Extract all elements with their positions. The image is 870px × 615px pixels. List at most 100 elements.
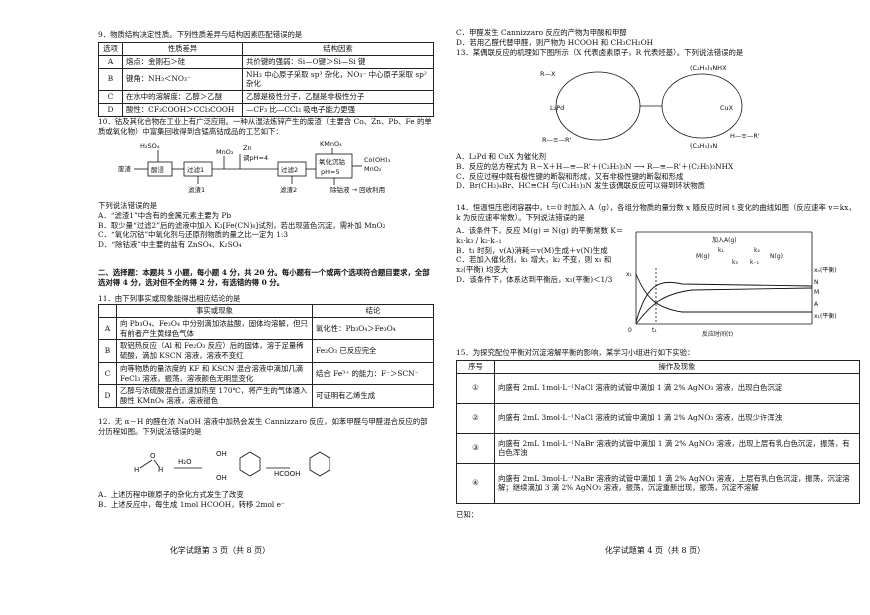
flow-mno2-out: MnO₂ — [364, 165, 382, 173]
q15-known: 已知： — [456, 510, 479, 519]
chart-right-label: N(g) — [770, 253, 783, 260]
q11-stem: 11．由下列事实或现象能得出相应结论的是 — [98, 294, 241, 303]
chart-s5: x₁(平衡) — [814, 312, 837, 320]
flow-oxid2: pH=5 — [321, 168, 340, 176]
q10-option-c: C．“氧化沉钴”中氧化剂与还原剂物质的量之比一定为 1:3 — [98, 230, 289, 240]
q9-header-row: 选项 性质差异 结构因素 — [98, 42, 434, 56]
chart-k4: k₋₁ — [750, 259, 760, 266]
q12-option-d: D．若用乙醛代替甲醛，则产物为 HCOOH 和 CH₃CH₂OH — [456, 37, 654, 47]
table-cell: 取铝热反应（Al 和 Fe₂O₃ 反应）后的固体，溶于足量稀硫酸，滴加 KSCN… — [116, 339, 313, 363]
flow-h2so4: H₂SO₄ — [140, 142, 160, 150]
q15-table: 序号 操作及现象 ① 向盛有 2mL 1mol·L⁻¹NaCl 溶液的试管中滴加… — [456, 360, 860, 504]
table-cell: 在水中的溶解度：乙醇＞乙醚 — [122, 90, 243, 104]
q9-col-diff: 性质差异 — [122, 42, 243, 56]
q13-labels: L₂Pd CuX (C₂H₅)₃NHX (C₂H₅)₃N R—X R—≡—R' … — [540, 64, 760, 150]
mech-h-left: H — [134, 466, 139, 474]
table-cell: Fe₂O₃ 已反应完全 — [312, 339, 434, 363]
q11-table: 事实或现象 结论 A 向 Pb₃O₄、Fe₃O₄ 中分别滴加浓盐酸，固体均溶解，… — [98, 304, 434, 408]
q10-option-d: D．“除钴液”中主要的盐有 ZnSO₄、K₂SO₄ — [98, 240, 242, 250]
q13-mechanism: L₂Pd CuX (C₂H₅)₃NHX (C₂H₅)₃N R—X R—≡—R' … — [540, 64, 760, 150]
q13-alk: H—≡—R' — [730, 132, 760, 140]
q12-option-c: C．甲醛发生 Cannizzaro 反应的产物为甲酸和甲醇 — [456, 28, 627, 37]
chart-s4: A — [814, 301, 819, 308]
mech-oh-top: OH — [216, 450, 227, 458]
q10-options: 下列说法错误的是 A．“滤渣1”中含有的金属元素主要为 Pb B．取少量“过滤2… — [98, 201, 434, 250]
table-cell: 乙醇是极性分子，乙醚是非极性分子 — [242, 90, 434, 104]
q14-options: A．该条件下，反应 M(g) ⇌ N(g) 的平衡常数 K＝k₁·k₃ / k₂… — [456, 226, 626, 285]
q10-intro: 下列说法错误的是 — [98, 201, 158, 210]
q14-stem: 14．恒温恒压密闭容器中，t＝0 时加入 A（g），各组分物质的量分数 x 随反… — [456, 203, 856, 222]
q9-col-option: 选项 — [98, 42, 123, 56]
q15-stem: 15．为探究配位平衡对沉淀溶解平衡的影响，某学习小组进行如下实验： — [456, 348, 695, 357]
q13-rx: R—X — [540, 70, 556, 78]
table-cell: 可证明有乙烯生成 — [312, 384, 434, 408]
flow-residue2: 滤渣2 — [280, 185, 297, 194]
q10-stem: 10．钴及其化合物在工业上有广泛应用。一种从湿法炼锌产生的废渣（主要含 Co、Z… — [98, 117, 432, 136]
table-cell: 酸性：CF₃COOH＞CCl₃COOH — [122, 102, 243, 117]
flow-acid: 酸浸 — [151, 165, 165, 174]
flow-filter2: 过滤2 — [281, 165, 298, 174]
table-row: ② 向盛有 2mL 3mol·L⁻¹NaCl 溶液的试管中滴加 1 滴 2% A… — [456, 402, 860, 434]
q13-cycles — [555, 71, 743, 141]
q13-c2h5nh: (C₂H₅)₃NHX — [690, 64, 727, 72]
table-cell: C — [98, 361, 117, 386]
table-cell: 熔点：金刚石＞硅 — [122, 54, 243, 69]
q12-options: A．上述历程中碳原子的杂化方式发生了改变 B．上述反应中，每生成 1mol HC… — [98, 490, 434, 510]
table-cell: C — [98, 90, 123, 104]
q14-chart: 加入A(g) M(g) N(g) k₁ k₂ k₃ k₋₁ x₁ 0 t₁ 反应… — [626, 231, 837, 338]
q11-col-conclusion: 结论 — [312, 304, 434, 318]
q14-option-b: B．t₁ 时刻，v(A)消耗＝v(M)生成＋v(N)生成 — [456, 245, 608, 255]
chart-s3: M — [814, 289, 819, 296]
q13-stem: 13．某偶联反应的机理如下图所示（X 代表卤素原子，R 代表烃基）。下列说法错误… — [456, 48, 744, 57]
flow-mno2: MnO₂ — [216, 148, 234, 156]
mech-h-right: H — [158, 466, 163, 474]
table-cell: 共价键的强弱：Si—O键＞Si—Si 键 — [242, 54, 434, 69]
mech-bonds — [139, 451, 330, 477]
q9-col-factor: 结构因素 — [242, 42, 434, 56]
chart-k3: k₃ — [732, 259, 738, 266]
curve-n — [635, 287, 813, 325]
mech-oh-bottom: OH — [216, 474, 227, 482]
table-cell: 向 Pb₃O₄、Fe₃O₄ 中分别滴加浓盐酸，固体均溶解，但只有前者产生黄绿色气… — [116, 316, 313, 341]
q13-cux: CuX — [720, 104, 734, 112]
flow-zn: Zn — [243, 144, 252, 152]
q11-header-row: 事实或现象 结论 — [98, 304, 434, 318]
table-row: ③ 向盛有 2mL 1mol·L⁻¹NaBr 溶液的试管中滴加 1 滴 2% A… — [456, 432, 860, 464]
q11-table-wrap: 事实或现象 结论 A 向 Pb₃O₄、Fe₃O₄ 中分别滴加浓盐酸，固体均溶解，… — [98, 304, 434, 408]
table-cell: A — [98, 54, 123, 69]
q13-options: A．L₂Pd 和 CuX 为催化剂 B．反应的总方程式为 R－X＋H—≡—R'＋… — [456, 152, 860, 191]
mech-h2o: H₂O — [178, 458, 192, 466]
q12-mechanism: H O H H₂O OH OH HCOOH — [134, 450, 330, 482]
curve-m — [635, 282, 813, 323]
table-cell: A — [98, 316, 117, 341]
chart-k1: k₁ — [718, 247, 724, 254]
q14-axes — [635, 231, 813, 325]
table-row: D 酸性：CF₃COOH＞CCl₃COOH —CF₃ 比—CCl₃ 吸电子能力更… — [98, 102, 434, 117]
table-cell: 向盛有 2mL 3mol·L⁻¹NaCl 溶液的试管中滴加 1 滴 2% AgN… — [494, 402, 860, 434]
chart-top-label: 加入A(g) — [712, 236, 737, 244]
table-row: B 键角：NH₃＜NO₃⁻ NH₃ 中心原子采取 sp³ 杂化，NO₃⁻ 中心原… — [98, 67, 434, 92]
table-row: C 向等物质的量浓度的 KF 和 KSCN 混合溶液中滴加几滴 FeCl₃ 溶液… — [98, 361, 434, 386]
table-cell: ① — [456, 372, 495, 404]
curve-a — [635, 273, 812, 313]
flow-kmno4: KMnO₄ — [320, 140, 342, 148]
q12-stem: 12．无 α－H 的醛在浓 NaOH 溶液中加热会发生 Cannizzaro 反… — [98, 417, 428, 436]
table-cell: ② — [456, 402, 495, 434]
flow-feed: 废渣 — [118, 164, 132, 173]
table-cell: 乙醇与浓硫酸混合迅速加热至 170℃，将产生的气体通入酸性 KMnO₄ 溶液，溶… — [116, 384, 313, 408]
table-cell: 向盛有 2mL 1mol·L⁻¹NaBr 溶液的试管中滴加 1 滴 2% AgN… — [494, 432, 860, 464]
chart-s2: N — [814, 279, 819, 286]
table-cell: NH₃ 中心原子采取 sp³ 杂化，NO₃⁻ 中心原子采取 sp² 杂化 — [242, 67, 434, 92]
q13-l2pd: L₂Pd — [550, 104, 564, 112]
table-row: ④ 向盛有 2mL 3mol·L⁻¹NaBr 溶液的试管中滴加 1 滴 2% A… — [456, 462, 860, 504]
mech-hcooh: HCOOH — [274, 470, 300, 478]
q10-flow-diagram: H₂SO₄ 废渣 酸浸 过滤1 滤渣1 MnO₂ Zn 调pH=4 过滤2 滤渣… — [118, 140, 391, 194]
q13-c2h5n: (C₂H₅)₃N — [690, 142, 717, 150]
flow-arrows — [134, 148, 362, 185]
chart-s1: xₙ(平衡) — [814, 266, 837, 274]
chart-x1: x₁ — [626, 271, 633, 278]
flow-recycle: 除钴液 → 回收利用 — [330, 185, 385, 194]
table-cell: D — [98, 384, 117, 408]
q14-labels: 加入A(g) M(g) N(g) k₁ k₂ k₃ k₋₁ x₁ 0 t₁ 反应… — [626, 236, 837, 338]
chart-zero: 0 — [628, 327, 632, 334]
